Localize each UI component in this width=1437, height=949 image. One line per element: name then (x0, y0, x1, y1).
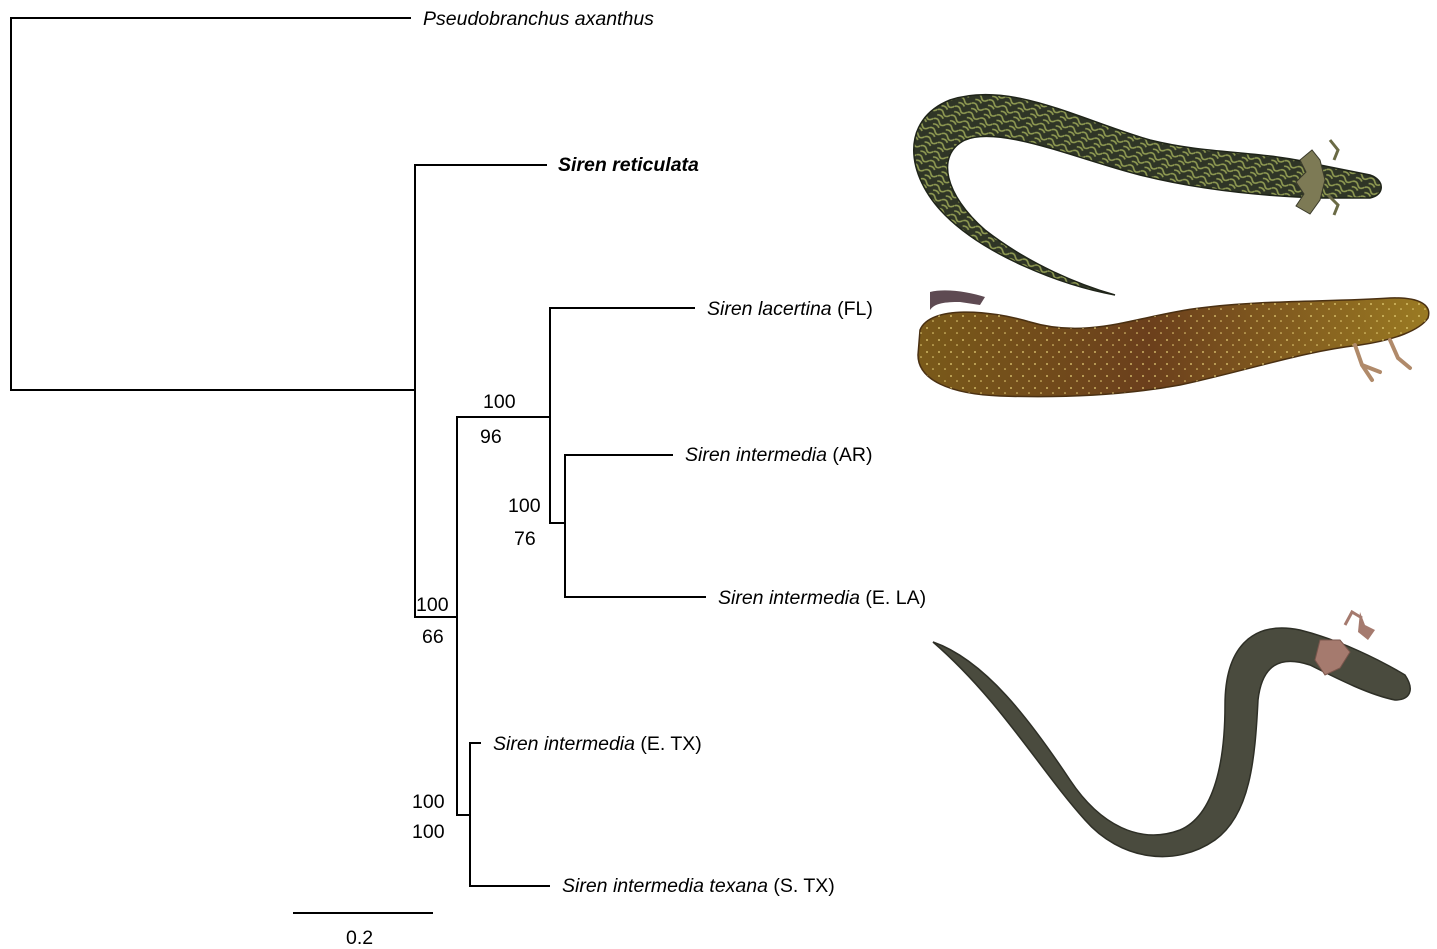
tip-label-intermedia-etx: Siren intermedia (E. TX) (493, 733, 702, 755)
tip-label-pseudobranchus: Pseudobranchus axanthus (423, 8, 654, 30)
support-upper-node-ar-la: 100 (508, 495, 541, 517)
salamander-photo-lacertina (918, 290, 1429, 396)
scale-bar: 0.2 (294, 913, 432, 949)
support-lower-node-lac-int: 96 (480, 426, 502, 448)
tip-labels: Pseudobranchus axanthus Siren reticulata… (423, 8, 926, 897)
salamander-photo-intermedia (933, 612, 1410, 857)
support-lower-node-ar-la: 76 (514, 528, 536, 550)
tip-label-texana: Siren intermedia texana (S. TX) (562, 875, 835, 897)
scale-bar-label: 0.2 (346, 927, 373, 949)
support-lower-node-main: 66 (422, 626, 444, 648)
tip-label-intermedia-ela: Siren intermedia (E. LA) (718, 587, 926, 609)
tip-label-intermedia-ar: Siren intermedia (AR) (685, 444, 872, 466)
support-lower-node-tx: 100 (412, 821, 445, 843)
support-upper-node-tx: 100 (412, 791, 445, 813)
tip-label-lacertina: Siren lacertina (FL) (707, 298, 873, 320)
support-upper-node-main: 100 (416, 594, 449, 616)
support-upper-node-lac-int: 100 (483, 391, 516, 413)
tree-branches (11, 18, 705, 886)
salamander-photo-reticulata (914, 95, 1382, 295)
tip-label-reticulata: Siren reticulata (558, 154, 699, 176)
